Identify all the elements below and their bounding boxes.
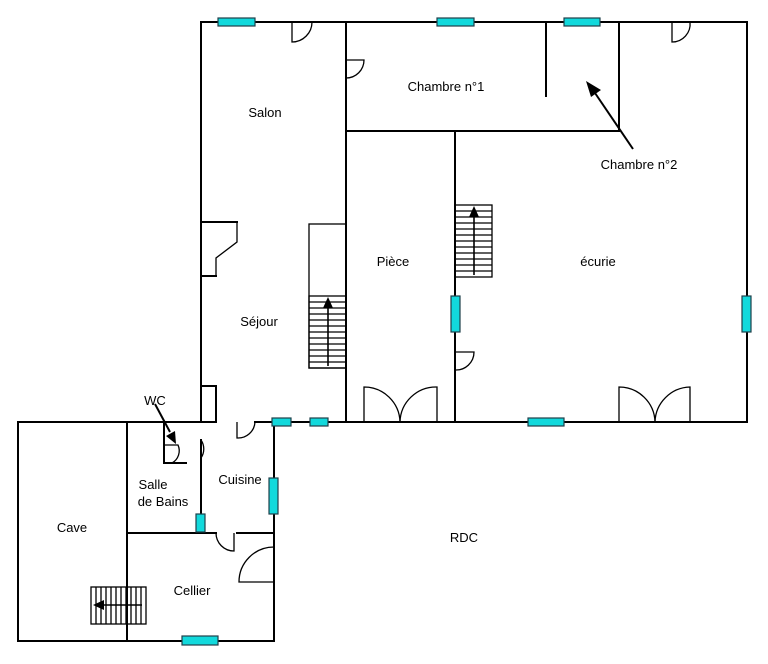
label-cuisine: Cuisine <box>218 472 261 487</box>
label-salon: Salon <box>248 105 281 120</box>
label-cellier: Cellier <box>174 583 212 598</box>
label-sejour: Séjour <box>240 314 278 329</box>
windows <box>181 17 752 646</box>
label-cave: Cave <box>57 520 87 535</box>
walls <box>17 21 748 642</box>
label-rdc: RDC <box>450 530 478 545</box>
chambre2-arrow-head <box>586 81 601 97</box>
wc-arrow-head <box>166 431 176 444</box>
label-salle-de-bains-line2: de Bains <box>138 494 189 509</box>
label-chambre-1: Chambre n°1 <box>408 79 485 94</box>
room-labels: Salon Chambre n°1 Chambre n°2 Pièce écur… <box>57 79 678 598</box>
staircase-sejour <box>308 223 347 369</box>
label-wc: WC <box>144 393 166 408</box>
staircase-ecurie <box>454 204 493 278</box>
staircase-cave <box>90 586 147 625</box>
label-ecurie: écurie <box>580 254 615 269</box>
doors <box>164 21 691 583</box>
annotation-arrows <box>154 81 634 444</box>
label-salle-de-bains-line1: Salle <box>139 477 168 492</box>
label-piece: Pièce <box>377 254 410 269</box>
label-chambre-2: Chambre n°2 <box>601 157 678 172</box>
